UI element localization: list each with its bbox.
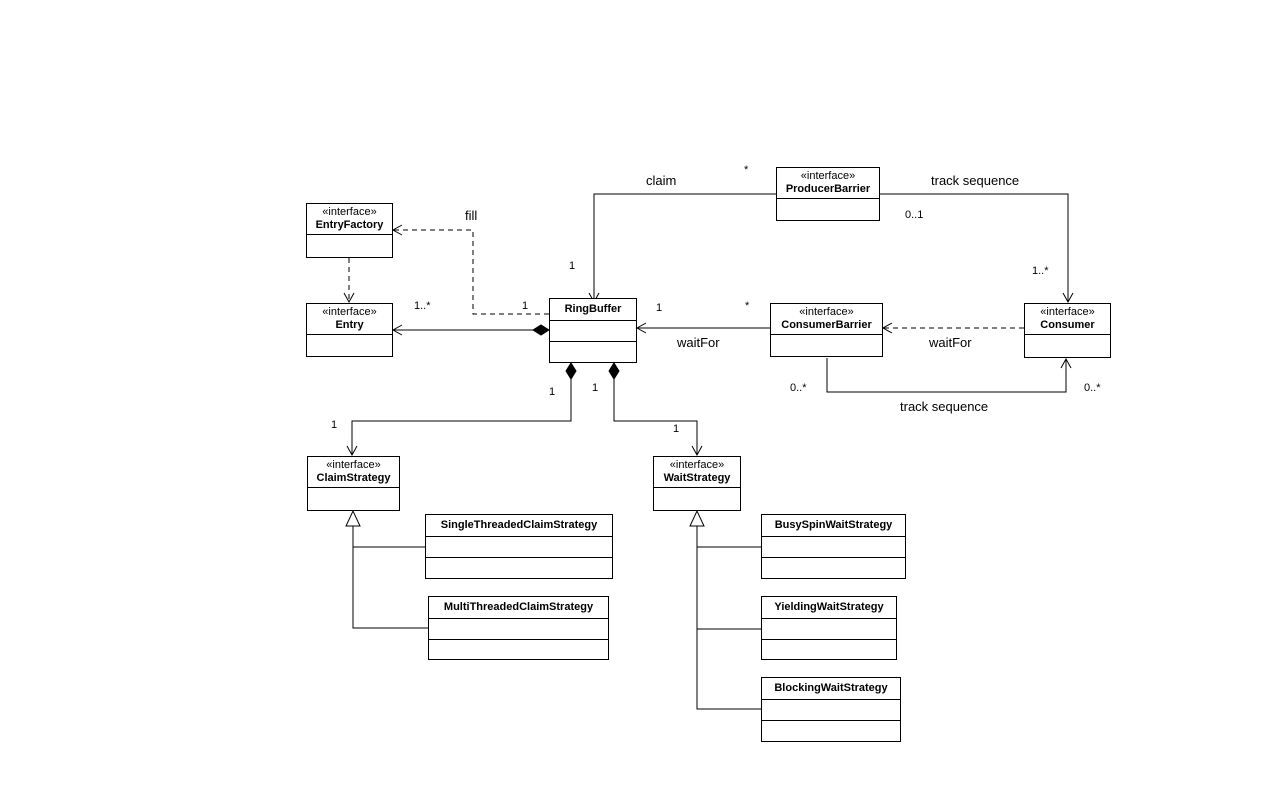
multiplicity-rb-claim-comp: 1 (549, 386, 556, 398)
stereotype-label: «interface» (800, 170, 856, 182)
entry-class[interactable]: «interface» Entry (306, 303, 393, 357)
multi-claim-header: MultiThreadedClaimStrategy (429, 597, 608, 619)
operations-compartment (550, 342, 636, 362)
claim-association (588, 193, 776, 304)
consumer-barrier-header: «interface» ConsumerBarrier (771, 304, 882, 335)
track-sequence-bottom-label: track sequence (900, 399, 989, 414)
attributes-compartment (308, 488, 399, 506)
wait-strategy-composition (608, 362, 703, 457)
blocking-generalization (689, 509, 761, 710)
multiplicity-entry: 1..* (414, 300, 431, 312)
class-name: ConsumerBarrier (781, 319, 872, 331)
stereotype-label: «interface» (799, 306, 854, 318)
wait-strategy-class[interactable]: «interface» WaitStrategy (653, 456, 741, 511)
multi-claim-generalization (345, 509, 428, 629)
multiplicity-cb-track: 0..* (790, 382, 807, 394)
claim-strategy-header: «interface» ClaimStrategy (308, 457, 399, 488)
class-name: YieldingWaitStrategy (774, 601, 884, 613)
attributes-compartment (762, 619, 896, 640)
multiplicity-rb-cb: 1 (656, 302, 663, 314)
attributes-compartment (426, 537, 612, 558)
multi-threaded-claim-strategy-class[interactable]: MultiThreadedClaimStrategy (428, 596, 609, 660)
producer-barrier-class[interactable]: «interface» ProducerBarrier (776, 167, 880, 221)
fill-label: fill (465, 208, 478, 223)
operations-compartment (429, 640, 608, 659)
stereotype-label: «interface» (322, 206, 377, 218)
entry-factory-header: «interface» EntryFactory (307, 204, 392, 235)
consumer-barrier-class[interactable]: «interface» ConsumerBarrier (770, 303, 883, 357)
class-name: SingleThreadedClaimStrategy (440, 519, 598, 531)
cb-track-sequence-association (826, 357, 1072, 393)
class-name: RingBuffer (564, 303, 622, 315)
class-name: WaitStrategy (663, 472, 731, 484)
single-threaded-claim-strategy-class[interactable]: SingleThreadedClaimStrategy (425, 514, 613, 579)
class-name: MultiThreadedClaimStrategy (443, 601, 594, 613)
multiplicity-rb-claim: 1 (569, 260, 576, 272)
ring-buffer-header: RingBuffer (550, 299, 636, 321)
multiplicity-pb-claim: * (744, 164, 749, 176)
blocking-header: BlockingWaitStrategy (762, 678, 900, 700)
entry-header: «interface» Entry (307, 304, 392, 335)
attributes-compartment (777, 199, 879, 216)
class-name: BlockingWaitStrategy (774, 682, 888, 694)
claim-label: claim (646, 173, 677, 188)
attributes-compartment (550, 321, 636, 342)
multiplicity-cb: * (745, 300, 750, 312)
class-name: Entry (335, 319, 364, 331)
producer-barrier-header: «interface» ProducerBarrier (777, 168, 879, 199)
class-name: BusySpinWaitStrategy (774, 519, 893, 531)
operations-compartment (762, 640, 896, 659)
consumer-header: «interface» Consumer (1025, 304, 1110, 335)
class-name: Consumer (1040, 319, 1095, 331)
wait-for-ringbuffer-label: waitFor (677, 335, 720, 350)
class-name: ProducerBarrier (785, 183, 871, 195)
attributes-compartment (429, 619, 608, 640)
pb-track-sequence-association (880, 193, 1074, 304)
blocking-wait-strategy-class[interactable]: BlockingWaitStrategy (761, 677, 901, 742)
attributes-compartment (654, 488, 740, 506)
attributes-compartment (762, 537, 905, 558)
multiplicity-rb-entry: 1 (522, 300, 529, 312)
entry-factory-class[interactable]: «interface» EntryFactory (306, 203, 393, 258)
wait-for-consumer-label: waitFor (929, 335, 972, 350)
operations-compartment (426, 558, 612, 578)
stereotype-label: «interface» (669, 459, 725, 471)
multiplicity-claim-strategy: 1 (331, 419, 338, 431)
wait-strategy-header: «interface» WaitStrategy (654, 457, 740, 488)
stereotype-label: «interface» (326, 459, 381, 471)
multiplicity-consumer-track-bottom: 0..* (1084, 382, 1101, 394)
yielding-wait-strategy-class[interactable]: YieldingWaitStrategy (761, 596, 897, 660)
operations-compartment (762, 558, 905, 578)
claim-strategy-composition (346, 362, 577, 457)
stereotype-label: «interface» (1040, 306, 1095, 318)
claim-strategy-class[interactable]: «interface» ClaimStrategy (307, 456, 400, 511)
multiplicity-pb-track: 0..1 (905, 209, 924, 221)
attributes-compartment (762, 700, 900, 721)
ring-buffer-class[interactable]: RingBuffer (549, 298, 637, 363)
attributes-compartment (307, 235, 392, 253)
single-claim-header: SingleThreadedClaimStrategy (426, 515, 612, 537)
multiplicity-wait-strategy: 1 (673, 423, 680, 435)
consumer-class[interactable]: «interface» Consumer (1024, 303, 1111, 358)
attributes-compartment (1025, 335, 1110, 353)
attributes-compartment (771, 335, 882, 352)
busy-spin-header: BusySpinWaitStrategy (762, 515, 905, 537)
multiplicity-rb-wait-comp: 1 (592, 382, 599, 394)
attributes-compartment (307, 335, 392, 352)
stereotype-label: «interface» (322, 306, 377, 318)
class-name: ClaimStrategy (316, 472, 391, 484)
yielding-header: YieldingWaitStrategy (762, 597, 896, 619)
multiplicity-consumer-track: 1..* (1032, 265, 1049, 277)
busy-spin-wait-strategy-class[interactable]: BusySpinWaitStrategy (761, 514, 906, 579)
operations-compartment (762, 721, 900, 741)
class-name: EntryFactory (315, 219, 384, 231)
fill-dependency (391, 224, 549, 315)
track-sequence-top-label: track sequence (931, 173, 1020, 188)
